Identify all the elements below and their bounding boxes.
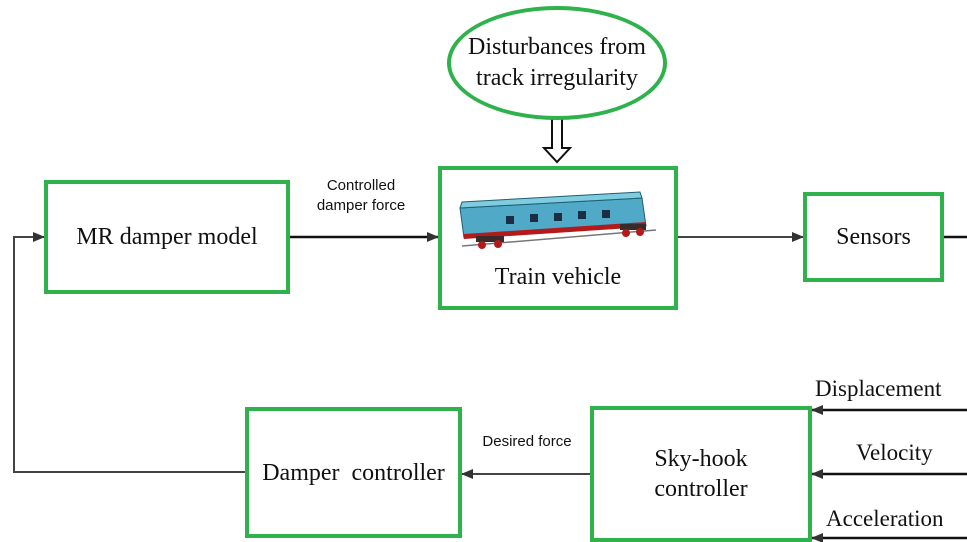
- mr-damper-model-label: MR damper model: [76, 224, 258, 250]
- disturbance-ellipse: Disturbances from track irregularity: [447, 6, 667, 120]
- acceleration-label: Acceleration: [826, 506, 944, 531]
- controlled-label-line1: Controlled: [326, 177, 396, 194]
- feedback-loop-line: [13, 232, 249, 473]
- controlled-label-line2: damper force: [316, 196, 406, 214]
- train-vehicle-label: Train vehicle: [494, 264, 622, 290]
- disturbance-arrow: [541, 117, 573, 164]
- skyhook-controller-block: Sky-hook controller: [590, 406, 812, 542]
- sensors-block: Sensors: [803, 192, 944, 282]
- velocity-label: Velocity: [856, 440, 933, 465]
- train-vehicle-block: Train vehicle: [438, 166, 678, 310]
- disturbance-line2: track irregularity: [476, 65, 638, 91]
- sensors-label: Sensors: [836, 224, 911, 250]
- controlled-damper-force-label: Controlled damper force: [296, 176, 426, 215]
- damper-controller-block: Damper controller: [245, 407, 462, 538]
- train-vehicle-icon: [459, 191, 657, 249]
- skyhook-label-line1: Sky-hook: [654, 446, 748, 472]
- desired-force-label: Desired force: [482, 433, 572, 450]
- damper-controller-label: Damper controller: [262, 459, 445, 486]
- disturbance-line1: Disturbances from: [468, 33, 646, 60]
- mr-damper-model-block: MR damper model: [44, 180, 290, 294]
- displacement-label: Displacement: [815, 376, 942, 401]
- skyhook-label-line2: controller: [654, 476, 748, 502]
